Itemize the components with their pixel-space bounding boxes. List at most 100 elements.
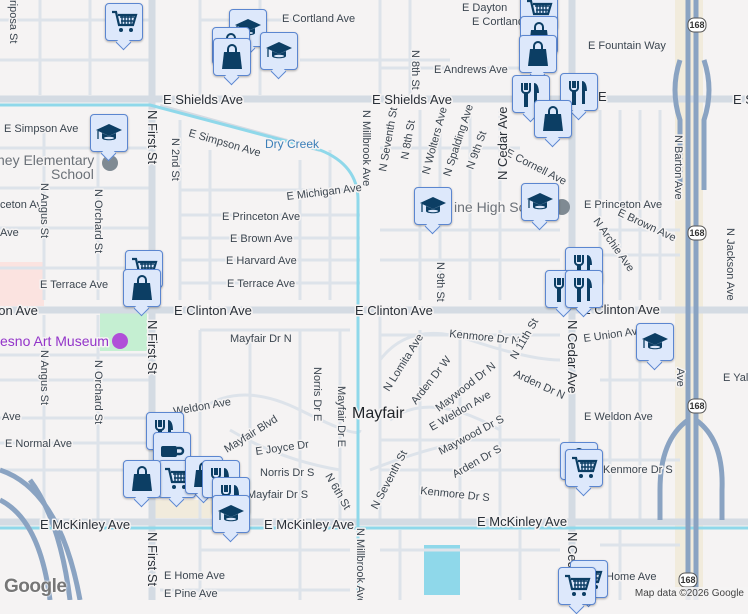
road-label: E Princeton Ave — [222, 211, 300, 223]
road-label: E McKinley Ave — [40, 517, 130, 532]
road-label: N Millbrook Ave — [354, 528, 366, 600]
dry-creek-canal — [0, 103, 748, 600]
school-marker[interactable] — [521, 183, 559, 221]
road-label: E Brown Ave — [0, 227, 19, 239]
road-label: N Cedar Ave — [565, 320, 580, 393]
place-label: esno Art Museum — [0, 333, 109, 349]
school-marker[interactable] — [260, 32, 298, 70]
road-label: N Seventh St — [369, 449, 410, 512]
shopping-bag-marker[interactable] — [123, 269, 161, 307]
shopping-cart-marker[interactable] — [105, 3, 143, 41]
svg-text:168: 168 — [680, 575, 695, 585]
road-label: N 9th St — [434, 262, 446, 302]
road-label: N Orchard St — [92, 189, 104, 253]
svg-text:168: 168 — [689, 401, 704, 411]
road-label: N 9th St — [465, 130, 490, 171]
road-label: E Home Ave — [164, 570, 225, 582]
road-label: riposa St — [7, 0, 19, 43]
city-label: Mayfair — [352, 405, 405, 422]
place-label: ine High Sc — [454, 199, 526, 215]
school-marker[interactable] — [636, 323, 674, 361]
road-label: E Brown Ave — [616, 207, 678, 244]
map-attribution[interactable]: Map data ©2026 Google — [630, 587, 748, 600]
road-label: N Orchard St — [92, 360, 104, 424]
school-icon — [96, 124, 122, 141]
land-area — [155, 500, 215, 518]
school-icon — [266, 42, 292, 59]
road-label: E Shields Ave — [372, 92, 452, 107]
road-label: Mayfair Dr S — [247, 489, 308, 501]
road-label: E — [598, 89, 607, 104]
road-label: Kenmore Dr S — [603, 464, 673, 476]
shopping-cart-icon — [565, 574, 591, 596]
restaurant-icon — [569, 81, 587, 105]
road-label: E Clinton Ave — [355, 303, 433, 318]
school-icon — [527, 193, 553, 210]
school-marker[interactable] — [414, 187, 452, 225]
shopping-bag-icon — [528, 41, 548, 66]
school-icon — [218, 505, 244, 522]
road-label: E Terrace Ave — [40, 279, 108, 291]
road-label: N Angus St — [38, 183, 50, 238]
school-icon — [642, 333, 668, 350]
road-label: E Harvard Ave — [226, 255, 297, 267]
road-label: E Clinton Ave — [0, 303, 38, 318]
coffee-icon — [161, 446, 185, 457]
road-label: N First St — [145, 532, 160, 587]
shopping-bag-icon — [543, 106, 563, 131]
road-label: E Princeton Ave — [0, 199, 48, 211]
google-logo: Google — [4, 576, 67, 597]
road-label: E Brown Ave — [230, 233, 293, 245]
road-label: N 8th St — [409, 50, 421, 90]
shopping-cart-icon — [572, 456, 598, 478]
museum-poi-icon[interactable] — [112, 333, 128, 349]
map-canvas[interactable]: 168 168 168 168 E Cortland Ave E Cortlan… — [0, 0, 748, 600]
road-label: N Barton Ave — [672, 135, 684, 200]
shopping-bag-icon — [132, 466, 152, 491]
road-label: E Normal Ave — [5, 438, 72, 450]
road-label: E Cortland Ave — [282, 13, 355, 25]
road-label: E Clinton Ave — [174, 303, 252, 318]
road-label: E Michigan Ave — [286, 182, 363, 203]
road-label: N Millbrook Ave — [360, 110, 372, 186]
place-label: School — [51, 166, 94, 182]
shopping-cart-marker[interactable] — [558, 567, 596, 605]
restaurant-icon — [574, 278, 592, 302]
shopping-bag-icon — [132, 275, 152, 300]
road-label: Norris Dr E — [311, 367, 323, 421]
restaurant-icon — [521, 83, 539, 107]
road-label: E McKinley Ave — [264, 517, 354, 532]
svg-text:168: 168 — [689, 20, 704, 30]
road-label: N 6th St — [322, 472, 352, 512]
road-label: E Cortland — [472, 16, 524, 28]
svg-text:168: 168 — [689, 228, 704, 238]
school-marker[interactable] — [90, 114, 128, 152]
shopping-bag-marker[interactable] — [534, 100, 572, 138]
road-label: Ave — [2, 411, 21, 423]
road-label: Norris Dr S — [260, 467, 314, 479]
shopping-bag-icon — [222, 44, 242, 69]
road-label: Arden Dr N — [512, 368, 567, 402]
school-marker[interactable] — [212, 495, 250, 533]
highway-168 — [0, 0, 725, 600]
road-label: Home Ave — [606, 571, 657, 583]
road-label: E Terrace Ave — [227, 278, 295, 290]
shopping-cart-marker[interactable] — [565, 449, 603, 487]
road-label: E Cornell Ave — [504, 147, 569, 188]
shopping-cart-icon — [112, 10, 138, 32]
major-roads — [0, 0, 748, 600]
road-label: Mayfair Dr N — [230, 333, 292, 345]
shopping-bag-marker[interactable] — [519, 35, 557, 73]
road-label: E McKinley Ave — [477, 514, 567, 529]
road-label: N Jackson Ave — [724, 228, 736, 301]
road-label: E Simpson Ave — [4, 123, 78, 135]
shopping-bag-marker[interactable] — [213, 38, 251, 76]
shopping-bag-marker[interactable] — [123, 460, 161, 498]
road-label: N Seventh St — [377, 107, 400, 173]
road-label: N 8th St — [399, 119, 418, 160]
road-label: E Weldon Ave — [584, 411, 653, 423]
road-label: Kenmore Dr S — [420, 485, 491, 504]
restaurant-marker[interactable] — [565, 270, 603, 308]
road-label: N Angus St — [38, 350, 50, 405]
road-label: Mayfair Dr E — [335, 386, 347, 447]
